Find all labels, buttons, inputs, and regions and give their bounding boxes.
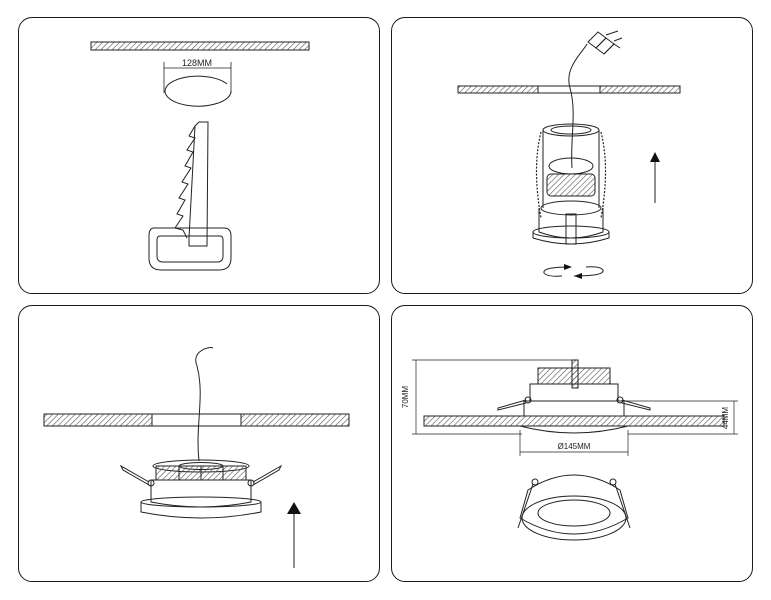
ceiling-slab [90,41,310,51]
fixture-bottom-view [517,474,631,541]
connector-icon [587,30,623,55]
height-dimension: 70MM [401,359,574,435]
spring-clip-icon [600,131,607,219]
ceiling-slab [423,415,725,427]
ceiling-label: 44MM [721,407,730,430]
dimension-illustration: 70MM 44MM Ø145MM [401,359,738,541]
spring-clip-icon [497,396,651,411]
cutout-illustration: 128MM [90,41,310,271]
diameter-dimension: Ø145MM [519,430,629,456]
arrow-up-icon [650,152,660,203]
panel-insert [18,305,380,582]
ceiling-left [43,413,153,427]
panel-dimensions: 70MM 44MM Ø145MM [391,305,753,582]
rotate-icon [543,264,604,279]
panel-wiring [391,17,753,294]
insert-illustration [43,347,350,568]
ceiling-left [457,85,539,94]
cutout-label: 128MM [182,58,212,68]
arrow-up-icon [287,502,301,568]
power-cable [195,347,214,462]
panel-cutout: 128MM [18,17,380,294]
saw-icon [148,121,232,271]
wiring-illustration [457,30,681,279]
ceiling-right [599,85,681,94]
height-label: 70MM [401,386,410,409]
ceiling-right [240,413,350,427]
power-cable [568,43,588,169]
spring-clip-icon [119,464,283,487]
ceiling-dimension: 44MM [624,400,738,435]
light-body [532,123,610,245]
cutout-disc [164,75,232,107]
spring-clip-icon [535,131,542,219]
installed-light [519,359,629,434]
light-body [140,459,262,519]
cutout-dimension: 128MM [163,58,232,93]
diameter-label: Ø145MM [558,442,591,451]
